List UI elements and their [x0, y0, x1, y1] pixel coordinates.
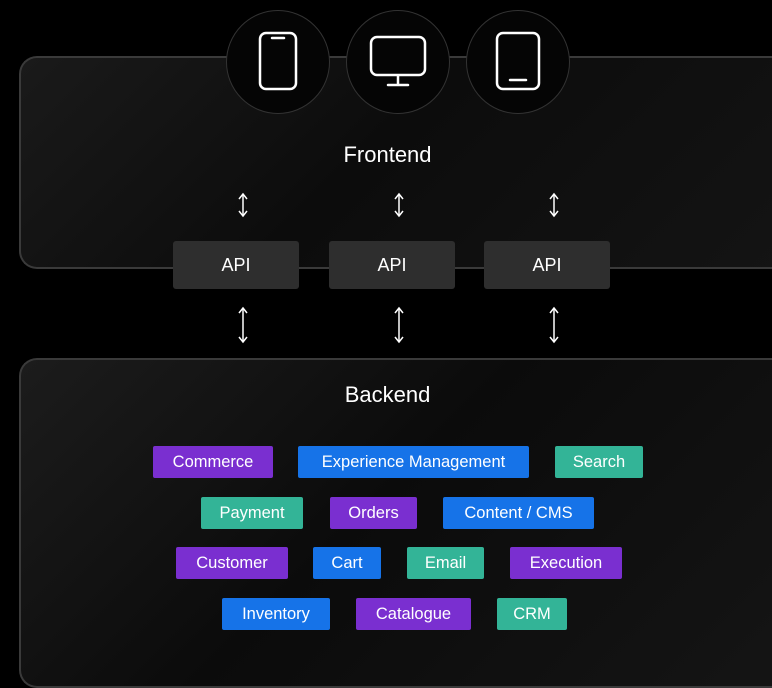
service-tag-email: Email	[407, 547, 484, 579]
api-label: API	[532, 254, 562, 275]
api-box: API	[173, 241, 299, 289]
bidirectional-arrow-icon	[238, 192, 248, 218]
api-box: API	[329, 241, 455, 289]
service-tag-experience-management: Experience Management	[298, 446, 529, 478]
smartphone-icon	[258, 31, 298, 91]
service-tag-content-cms: Content / CMS	[443, 497, 594, 529]
tablet-icon	[495, 31, 541, 91]
backend-title: Backend	[344, 382, 431, 407]
bidirectional-arrow-icon	[549, 306, 559, 344]
api-label: API	[377, 254, 407, 275]
frontend-title: Frontend	[343, 142, 432, 167]
desktop-monitor-icon	[369, 35, 427, 87]
service-tag-execution: Execution	[510, 547, 622, 579]
service-tag-commerce: Commerce	[153, 446, 273, 478]
service-tag-inventory: Inventory	[222, 598, 330, 630]
bidirectional-arrow-icon	[238, 306, 248, 344]
smartphone-device	[226, 10, 330, 114]
bidirectional-arrow-icon	[394, 306, 404, 344]
service-tag-crm: CRM	[497, 598, 567, 630]
bidirectional-arrow-icon	[394, 192, 404, 218]
api-box: API	[484, 241, 610, 289]
service-tag-customer: Customer	[176, 547, 288, 579]
service-tag-cart: Cart	[313, 547, 381, 579]
service-tag-payment: Payment	[201, 497, 303, 529]
bidirectional-arrow-icon	[549, 192, 559, 218]
service-tag-search: Search	[555, 446, 643, 478]
service-tag-catalogue: Catalogue	[356, 598, 471, 630]
api-label: API	[221, 254, 251, 275]
desktop-device	[346, 10, 450, 114]
service-tag-orders: Orders	[330, 497, 417, 529]
tablet-device	[466, 10, 570, 114]
